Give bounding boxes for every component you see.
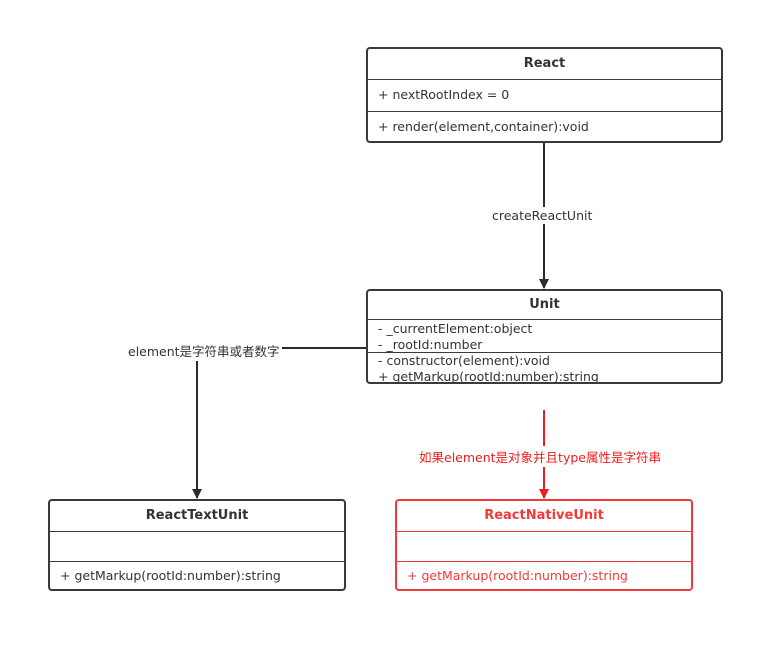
class-react-text-unit-methods: + getMarkup(rootId:number):string — [50, 561, 344, 589]
class-unit-method: + getMarkup(rootId:number):string — [378, 368, 599, 384]
class-react: React + nextRootIndex = 0 + render(eleme… — [366, 47, 723, 143]
class-react-methods: + render(element,container):void — [368, 111, 721, 141]
class-unit-methods: - constructor(element):void + getMarkup(… — [368, 352, 721, 384]
class-react-native-unit-method: + getMarkup(rootId:number):string — [407, 568, 628, 583]
edge-label-create-react-unit: createReactUnit — [490, 207, 595, 224]
class-unit-attribute: - _currentElement:object — [378, 321, 533, 336]
class-react-title: React — [523, 56, 566, 71]
class-react-method: + render(element,container):void — [378, 119, 589, 134]
class-react-text-unit-attributes — [50, 531, 344, 561]
class-unit-method: - constructor(element):void — [378, 353, 550, 368]
edge-unit-to-text-unit — [192, 347, 366, 499]
class-react-text-unit: ReactTextUnit + getMarkup(rootId:number)… — [48, 499, 346, 591]
class-react-text-unit-method: + getMarkup(rootId:number):string — [60, 568, 281, 583]
edge-label-string-or-number: element是字符串或者数字 — [126, 340, 282, 361]
class-react-attribute: + nextRootIndex = 0 — [378, 87, 510, 102]
class-react-native-unit-title: ReactNativeUnit — [484, 508, 604, 523]
edge-label-object-with-string-type: 如果element是对象并且type属性是字符串 — [417, 446, 663, 467]
class-react-native-unit: ReactNativeUnit + getMarkup(rootId:numbe… — [395, 499, 693, 591]
class-unit-title: Unit — [529, 297, 560, 312]
class-react-native-unit-attributes — [397, 531, 691, 561]
class-unit: Unit - _currentElement:object - _rootId:… — [366, 289, 723, 384]
class-react-native-unit-methods: + getMarkup(rootId:number):string — [397, 561, 691, 589]
class-react-attributes: + nextRootIndex = 0 — [368, 79, 721, 111]
class-react-text-unit-title: ReactTextUnit — [145, 508, 249, 523]
class-unit-attributes: - _currentElement:object - _rootId:numbe… — [368, 319, 721, 352]
class-unit-attribute: - _rootId:number — [378, 336, 483, 352]
